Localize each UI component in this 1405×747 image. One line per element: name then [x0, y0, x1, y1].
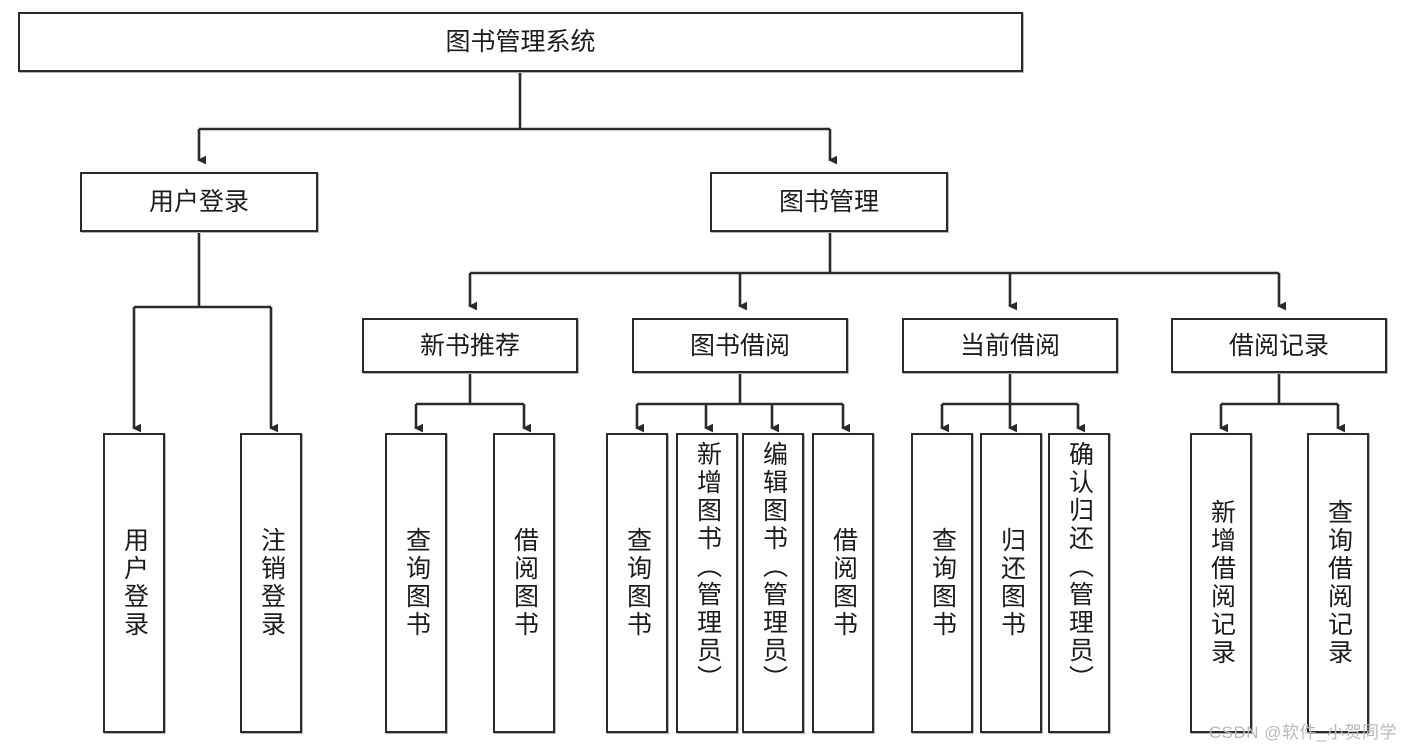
node-user-login[interactable]: 用户登录 — [80, 172, 318, 232]
node-label: 查询图书 — [928, 527, 957, 639]
node-leaf-query-book-1[interactable]: 查询图书 — [385, 433, 447, 733]
node-label: 归还图书 — [997, 527, 1026, 639]
node-label: 新增借阅记录 — [1207, 499, 1236, 667]
node-label: 借阅图书 — [829, 527, 858, 639]
node-label: 新书推荐 — [419, 331, 520, 360]
node-new-book-recommend[interactable]: 新书推荐 — [362, 318, 578, 373]
node-label: 注销登录 — [257, 527, 286, 639]
node-label: 借阅记录 — [1228, 331, 1329, 360]
node-label: 编辑图书（管理员） — [759, 441, 788, 693]
node-label: 图书管理 — [778, 188, 879, 216]
node-label: 借阅图书 — [510, 527, 539, 639]
csdn-watermark: CSDN @软件_小贺同学 — [1208, 723, 1397, 742]
node-root-system[interactable]: 图书管理系统 — [18, 12, 1023, 72]
node-leaf-logout-login[interactable]: 注销登录 — [240, 433, 302, 733]
node-label: 图书管理系统 — [445, 28, 596, 56]
node-label: 查询图书 — [402, 527, 431, 639]
node-label: 用户登录 — [120, 527, 149, 639]
node-current-borrow[interactable]: 当前借阅 — [902, 318, 1118, 373]
node-leaf-confirm-return-admin[interactable]: 确认归还（管理员） — [1048, 433, 1110, 733]
node-label: 查询借阅记录 — [1324, 499, 1353, 667]
node-label: 图书借阅 — [689, 331, 790, 360]
node-leaf-borrow-book-2[interactable]: 借阅图书 — [812, 433, 874, 733]
node-book-management[interactable]: 图书管理 — [710, 172, 948, 232]
node-leaf-query-borrow-record[interactable]: 查询借阅记录 — [1307, 433, 1369, 733]
node-leaf-query-book-2[interactable]: 查询图书 — [606, 433, 668, 733]
node-leaf-return-book[interactable]: 归还图书 — [980, 433, 1042, 733]
node-label: 查询图书 — [623, 527, 652, 639]
node-label: 新增图书（管理员） — [693, 441, 722, 693]
node-leaf-add-borrow-record[interactable]: 新增借阅记录 — [1190, 433, 1252, 733]
node-label: 确认归还（管理员） — [1065, 441, 1094, 693]
node-leaf-borrow-book-1[interactable]: 借阅图书 — [493, 433, 555, 733]
node-label: 当前借阅 — [959, 331, 1060, 360]
node-borrow-record[interactable]: 借阅记录 — [1171, 318, 1387, 373]
node-leaf-query-book-3[interactable]: 查询图书 — [911, 433, 973, 733]
node-label: 用户登录 — [148, 188, 249, 216]
node-leaf-user-login[interactable]: 用户登录 — [103, 433, 165, 733]
node-leaf-edit-book-admin[interactable]: 编辑图书（管理员） — [742, 433, 804, 733]
node-book-borrow[interactable]: 图书借阅 — [632, 318, 848, 373]
node-leaf-add-book-admin[interactable]: 新增图书（管理员） — [676, 433, 738, 733]
